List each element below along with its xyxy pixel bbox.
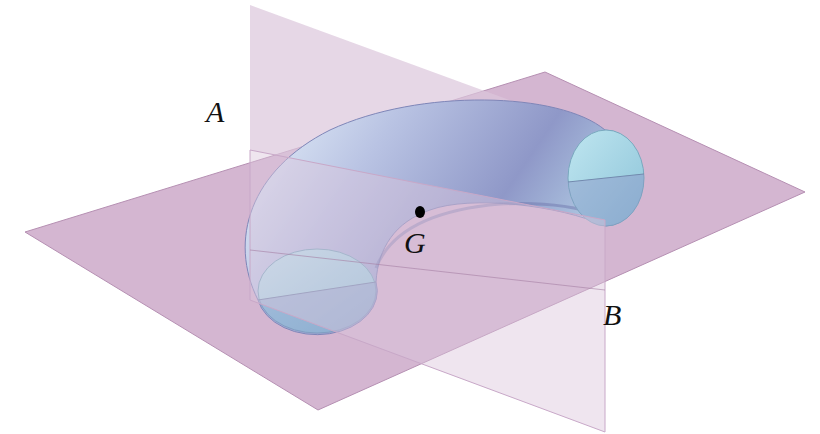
right-cut-face	[568, 130, 644, 226]
point-label: B	[603, 300, 621, 330]
point-label: A	[206, 97, 224, 127]
vertical-plane-front	[250, 150, 605, 432]
centroid-point	[415, 206, 425, 218]
plane-intersection	[250, 250, 605, 290]
point-label: G	[404, 228, 426, 258]
